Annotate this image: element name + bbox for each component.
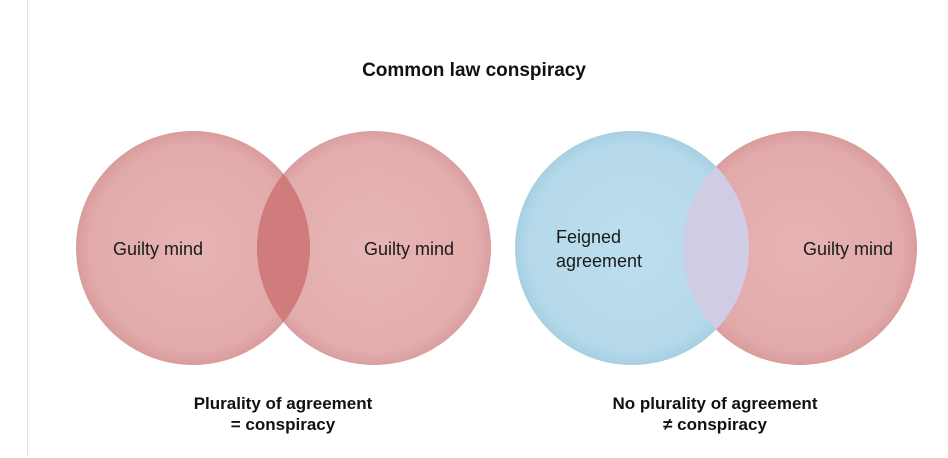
left-circle-guilty-mind-a [76, 131, 310, 365]
left-circle-b-label: Guilty mind [364, 239, 454, 259]
left-caption: Plurality of agreement = conspiracy [123, 393, 443, 435]
right-circle-guilty-mind [683, 131, 917, 365]
left-caption-line1: Plurality of agreement [193, 394, 373, 413]
right-circle-feigned-agreement [515, 131, 749, 365]
right-circle-b-label: Guilty mind [803, 239, 893, 259]
right-caption: No plurality of agreement ≠ conspiracy [555, 393, 875, 435]
right-circle-a-label-line2: agreement [556, 251, 642, 271]
left-caption-line2: = conspiracy [230, 415, 336, 434]
page-title: Common law conspiracy [362, 60, 586, 81]
right-venn: Feigned agreement Guilty mind [515, 131, 917, 365]
left-circle-a-label: Guilty mind [113, 239, 203, 259]
right-caption-line1: No plurality of agreement [612, 394, 818, 413]
right-circle-a-label-line1: Feigned [556, 227, 621, 247]
left-circle-guilty-mind-b [257, 131, 491, 365]
right-caption-line2: ≠ conspiracy [663, 415, 767, 434]
left-border-line [27, 0, 28, 456]
left-venn: Guilty mind Guilty mind [76, 131, 491, 365]
